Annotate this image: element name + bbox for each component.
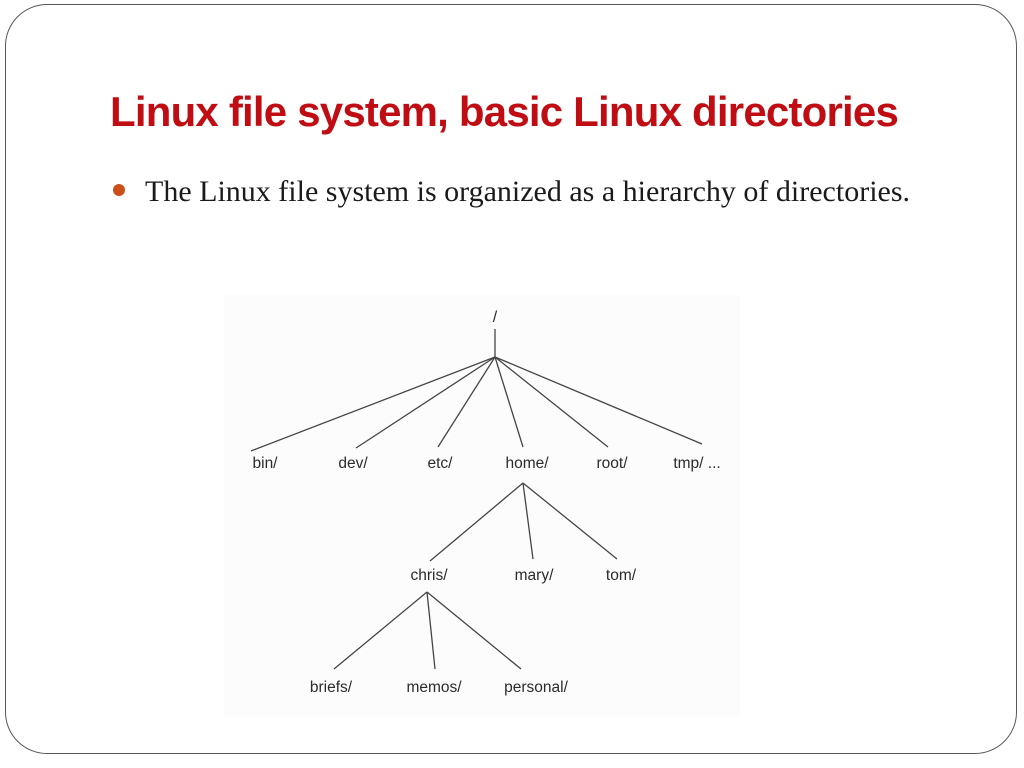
tree-edge bbox=[333, 591, 428, 670]
tree-edge bbox=[522, 482, 534, 560]
bullet-icon bbox=[113, 184, 125, 196]
tree-edge bbox=[426, 591, 522, 670]
tree-edge bbox=[494, 356, 609, 448]
tree-edge bbox=[494, 356, 524, 448]
bullet-item: The Linux file system is organized as a … bbox=[113, 170, 993, 213]
tree-node-memos: memos/ bbox=[406, 679, 462, 696]
directory-tree-svg: / bin/ dev/ etc/ home/ root/ tmp/ ... ch… bbox=[250, 309, 721, 696]
tree-node-etc: etc/ bbox=[428, 455, 454, 472]
tree-node-tom: tom/ bbox=[606, 567, 637, 584]
tree-node-bin: bin/ bbox=[253, 455, 279, 472]
tree-node-tmp: tmp/ ... bbox=[673, 455, 720, 472]
tree-node-chris: chris/ bbox=[410, 567, 448, 584]
tree-node-root-dir: root/ bbox=[596, 455, 628, 472]
slide-title: Linux file system, basic Linux directori… bbox=[110, 88, 899, 135]
tree-edge bbox=[429, 482, 524, 562]
tree-node-mary: mary/ bbox=[515, 567, 554, 584]
bullet-text: The Linux file system is organized as a … bbox=[145, 175, 911, 208]
tree-node-home: home/ bbox=[505, 455, 549, 472]
tree-node-dev: dev/ bbox=[338, 455, 368, 472]
tree-edge bbox=[522, 482, 618, 560]
tree-edge bbox=[355, 356, 496, 449]
directory-tree-diagram: / bin/ dev/ etc/ home/ root/ tmp/ ... ch… bbox=[224, 295, 740, 717]
tree-node-personal: personal/ bbox=[504, 679, 568, 696]
tree-edge bbox=[437, 356, 496, 448]
tree-edge bbox=[250, 356, 496, 452]
tree-edge bbox=[426, 591, 436, 670]
tree-node-briefs: briefs/ bbox=[310, 679, 353, 696]
tree-edge bbox=[494, 356, 703, 445]
tree-node-root: / bbox=[493, 309, 498, 326]
